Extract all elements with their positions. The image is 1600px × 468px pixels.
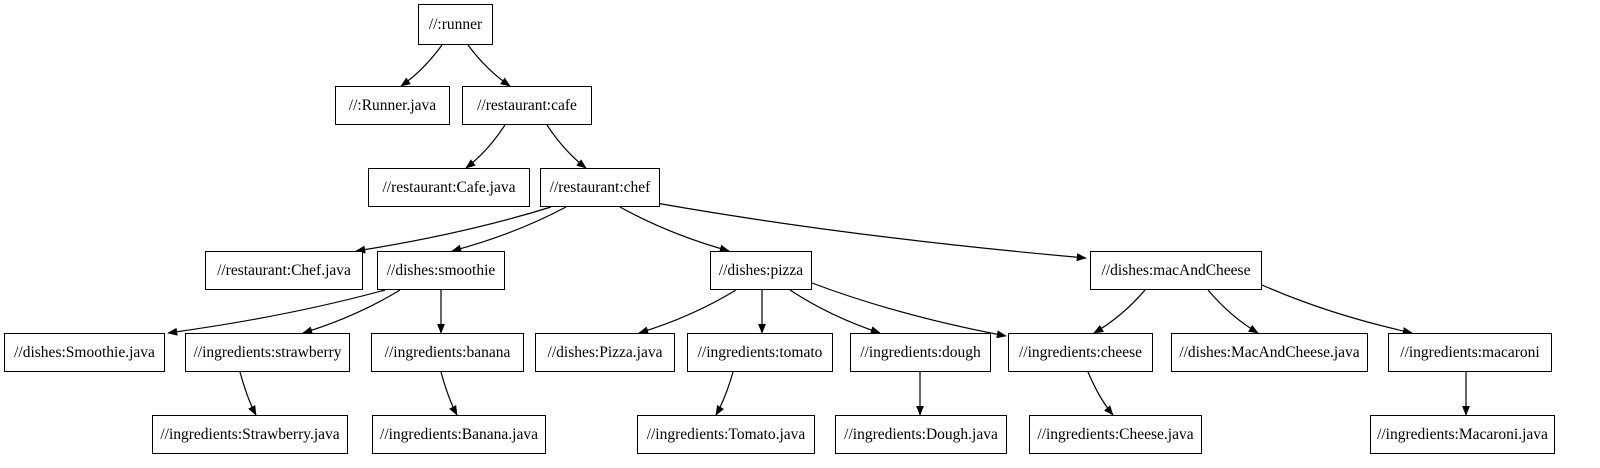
graph-node-label: //dishes:macAndCheese xyxy=(1101,261,1251,279)
graph-node-label: //ingredients:Macaroni.java xyxy=(1377,425,1548,443)
graph-node-macaroni_java[interactable]: //ingredients:Macaroni.java xyxy=(1370,415,1555,454)
graph-node-macaroni[interactable]: //ingredients:macaroni xyxy=(1388,333,1552,372)
graph-node-label: //ingredients:cheese xyxy=(1018,343,1143,361)
graph-node-label: //:Runner.java xyxy=(348,96,437,114)
graph-edge-cheese-to-cheese_java xyxy=(1087,371,1114,416)
graph-node-cafe_java[interactable]: //restaurant:Cafe.java xyxy=(368,168,530,207)
graph-edge-macandcheese-to-macaroni xyxy=(1261,284,1413,335)
graph-node-label: //restaurant:Chef.java xyxy=(217,261,351,279)
graph-node-pizza_java[interactable]: //dishes:Pizza.java xyxy=(535,333,675,372)
graph-edge-tomato-to-tomato_java xyxy=(715,371,734,416)
graph-edge-macandcheese-to-cheese xyxy=(1093,289,1146,334)
graph-node-smoothie[interactable]: //dishes:smoothie xyxy=(377,251,505,290)
graph-node-tomato_java[interactable]: //ingredients:Tomato.java xyxy=(637,415,815,454)
graph-edge-chef-to-smoothie xyxy=(451,206,567,253)
graph-node-cheese[interactable]: //ingredients:cheese xyxy=(1008,333,1153,372)
graph-node-pizza[interactable]: //dishes:pizza xyxy=(710,251,812,290)
graph-node-label: //dishes:MacAndCheese.java xyxy=(1179,343,1360,361)
graph-node-chef_java[interactable]: //restaurant:Chef.java xyxy=(205,251,363,290)
graph-node-label: //restaurant:cafe xyxy=(477,96,577,114)
graph-node-label: //dishes:Smoothie.java xyxy=(14,343,155,361)
graph-node-label: //ingredients:Tomato.java xyxy=(646,425,806,443)
graph-node-label: //ingredients:banana xyxy=(384,343,511,361)
graph-edge-smoothie-to-strawberry xyxy=(302,289,401,335)
graph-edge-chef-to-chef_java xyxy=(355,206,552,254)
graph-node-runner[interactable]: //:runner xyxy=(418,4,493,45)
graph-edge-runner-to-cafe xyxy=(467,44,511,87)
graph-node-label: //ingredients:Dough.java xyxy=(844,425,998,443)
graph-node-label: //ingredients:tomato xyxy=(697,343,823,361)
graph-node-label: //restaurant:Cafe.java xyxy=(382,178,516,196)
graph-edge-cafe-to-chef xyxy=(546,124,587,169)
graph-node-cheese_java[interactable]: //ingredients:Cheese.java xyxy=(1029,415,1202,454)
graph-node-dough[interactable]: //ingredients:dough xyxy=(850,333,991,372)
graph-node-banana_java[interactable]: //ingredients:Banana.java xyxy=(372,415,546,454)
graph-edge-cafe-to-cafe_java xyxy=(465,124,506,169)
graph-node-label: //:runner xyxy=(428,15,483,33)
graph-node-tomato[interactable]: //ingredients:tomato xyxy=(687,333,833,372)
graph-node-label: //ingredients:Banana.java xyxy=(380,425,538,443)
graph-node-label: //ingredients:Cheese.java xyxy=(1037,425,1194,443)
graph-node-label: //ingredients:macaroni xyxy=(1400,343,1540,361)
graph-node-label: //restaurant:chef xyxy=(549,178,651,196)
graph-edge-pizza-to-pizza_java xyxy=(638,289,737,335)
graph-node-label: //dishes:Pizza.java xyxy=(547,343,663,361)
graph-node-label: //ingredients:dough xyxy=(860,343,981,361)
graph-node-macandcheese_java[interactable]: //dishes:MacAndCheese.java xyxy=(1171,333,1368,372)
graph-edge-macandcheese-to-macandcheese_java xyxy=(1207,289,1259,334)
graph-node-strawberry_java[interactable]: //ingredients:Strawberry.java xyxy=(152,415,348,454)
graph-node-smoothie_java[interactable]: //dishes:Smoothie.java xyxy=(4,333,165,372)
graph-node-banana[interactable]: //ingredients:banana xyxy=(371,333,524,372)
graph-edge-smoothie-to-smoothie_java xyxy=(167,289,386,336)
graph-node-label: //ingredients:Strawberry.java xyxy=(160,425,340,443)
graph-node-label: //dishes:smoothie xyxy=(386,261,496,279)
graph-node-macandcheese[interactable]: //dishes:macAndCheese xyxy=(1090,251,1262,290)
graph-node-label: //ingredients:strawberry xyxy=(193,343,342,361)
graph-edge-banana-to-banana_java xyxy=(440,371,458,416)
graph-edge-pizza-to-dough xyxy=(789,289,881,334)
graph-edge-pizza-to-cheese xyxy=(811,282,1007,339)
graph-node-strawberry[interactable]: //ingredients:strawberry xyxy=(185,333,350,372)
graph-node-cafe[interactable]: //restaurant:cafe xyxy=(462,86,592,125)
graph-node-dough_java[interactable]: //ingredients:Dough.java xyxy=(835,415,1007,454)
graph-edge-chef-to-pizza xyxy=(619,206,730,253)
graph-edge-chef-to-macandcheese xyxy=(655,202,1087,262)
graph-edge-strawberry-to-strawberry_java xyxy=(239,371,257,416)
graph-edge-runner-to-runner_java xyxy=(400,44,443,87)
graph-node-label: //dishes:pizza xyxy=(718,261,804,279)
graph-node-chef[interactable]: //restaurant:chef xyxy=(540,168,660,207)
graph-node-runner_java[interactable]: //:Runner.java xyxy=(335,86,450,125)
